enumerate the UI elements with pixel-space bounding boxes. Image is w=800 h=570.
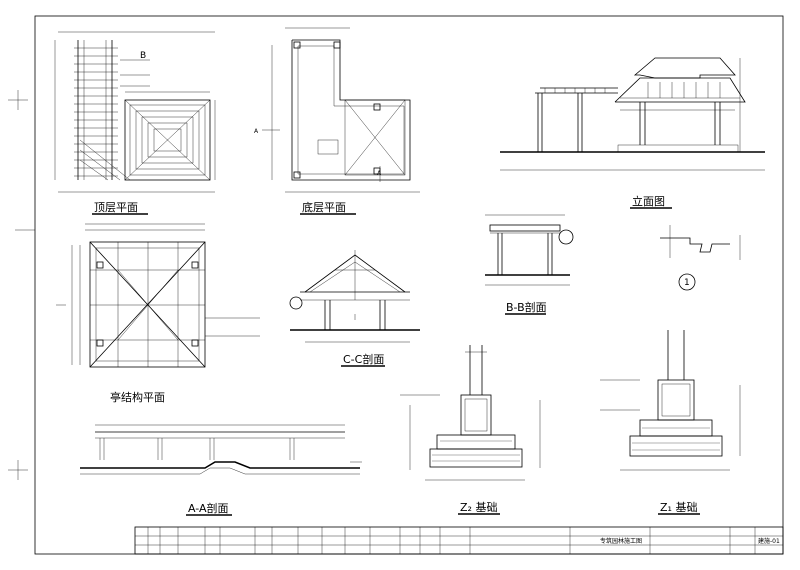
pavilion-roof-plan <box>124 99 211 181</box>
section-cc-title: C-C剖面 <box>343 352 384 366</box>
detail-1-number: 1 <box>684 278 690 288</box>
detail-1-callout <box>678 273 696 291</box>
floor-plan-marker-a: A <box>254 128 259 135</box>
elevation-title: 立面图 <box>632 194 665 208</box>
floor-plan-view: A A 底层平面 <box>254 27 420 215</box>
floor-plan-outline <box>291 39 411 181</box>
section-bb-title: B-B剖面 <box>506 300 547 314</box>
roof-structure-plan-view: 亭结构平面 <box>56 223 260 404</box>
roof-framing-grid <box>89 241 206 368</box>
roof-plan-marker-b: B <box>140 51 146 61</box>
floor-plan-title: 底层平面 <box>302 200 346 214</box>
elevation-view: 立面图 <box>500 57 765 209</box>
pergola-beams <box>74 40 131 181</box>
foundation-z2-view: Z₂ 基础 <box>400 345 541 515</box>
title-block-project-name: 专筑园林施工图 <box>600 537 642 545</box>
title-block-sheet-number: 建施-01 <box>758 537 780 545</box>
detail-1-view: 1 <box>660 225 741 291</box>
section-aa-view: A-A剖面 <box>80 424 362 516</box>
roof-structure-plan-title: 亭结构平面 <box>110 390 165 404</box>
roof-plan-title: 顶层平面 <box>94 201 138 214</box>
section-cc-view: C-C剖面 <box>289 250 420 367</box>
section-bb-view: B-B剖面 <box>485 214 574 315</box>
foundation-z1-view: Z₁ 基础 <box>600 330 741 515</box>
section-aa-title: A-A剖面 <box>188 501 229 515</box>
roof-plan-view: B 顶层平面 <box>54 31 216 215</box>
foundation-z2-title: Z₂ 基础 <box>460 501 497 514</box>
pavilion-elevation <box>614 57 746 153</box>
title-block: 专筑园林施工图 建施-01 <box>134 526 784 555</box>
floor-plan-marker-a2: A <box>377 170 382 177</box>
foundation-z1-title: Z₁ 基础 <box>660 501 697 514</box>
